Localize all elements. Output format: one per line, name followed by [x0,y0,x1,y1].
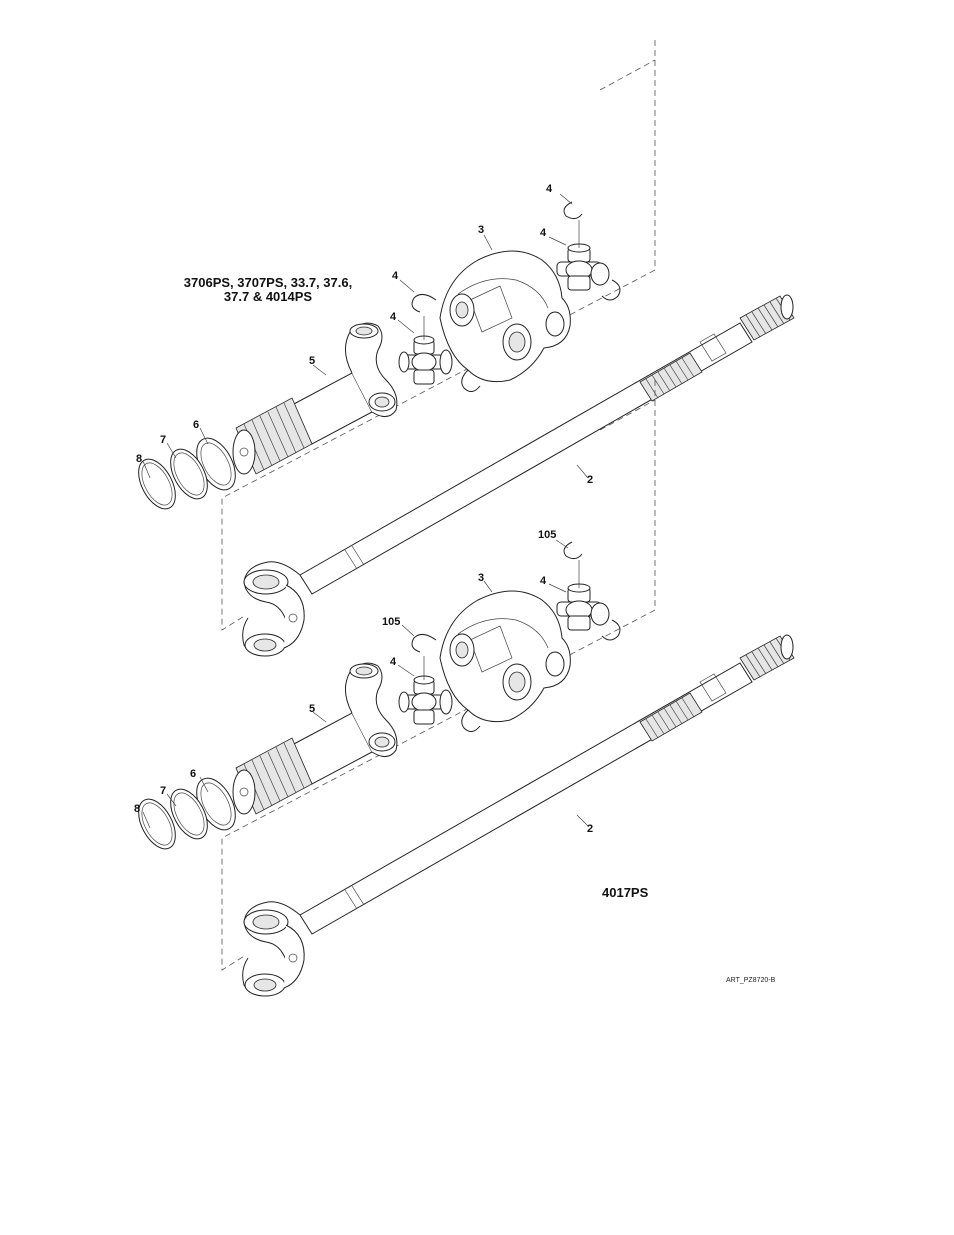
top-callout-4-cross-upper: 4 [540,227,547,239]
bottom-callout-5: 5 [309,703,315,715]
top-callout-4-ring-upper: 4 [546,183,553,195]
bottom-model-label: 4017PS [602,885,649,900]
top-callout-3: 3 [478,224,484,236]
bottom-callout-105-upper: 105 [538,529,556,541]
bottom-callout-6: 6 [190,768,196,780]
art-id: ART_PZ8720-B [726,977,776,984]
bottom-callout-4-cross-upper: 4 [540,575,547,587]
top-model-line-1: 3706PS, 3707PS, 33.7, 37.6, [184,275,352,290]
bottom-callout-8: 8 [134,803,140,815]
top-callout-6: 6 [193,419,199,431]
top-callout-5: 5 [309,355,315,367]
top-callout-8: 8 [136,453,142,465]
bottom-callout-105-left: 105 [382,616,400,628]
bottom-callout-7: 7 [160,785,166,797]
top-callout-2: 2 [587,474,593,486]
bottom-callout-4-cross-lower: 4 [390,656,397,668]
top-assembly [131,40,794,656]
top-model-line-2: 37.7 & 4014PS [224,289,313,304]
top-callout-7: 7 [160,434,166,446]
bottom-callout-2: 2 [587,823,593,835]
bottom-callout-3: 3 [478,572,484,584]
top-callout-4-ring-left: 4 [392,270,399,282]
top-callout-4-cross-lower: 4 [390,311,397,323]
